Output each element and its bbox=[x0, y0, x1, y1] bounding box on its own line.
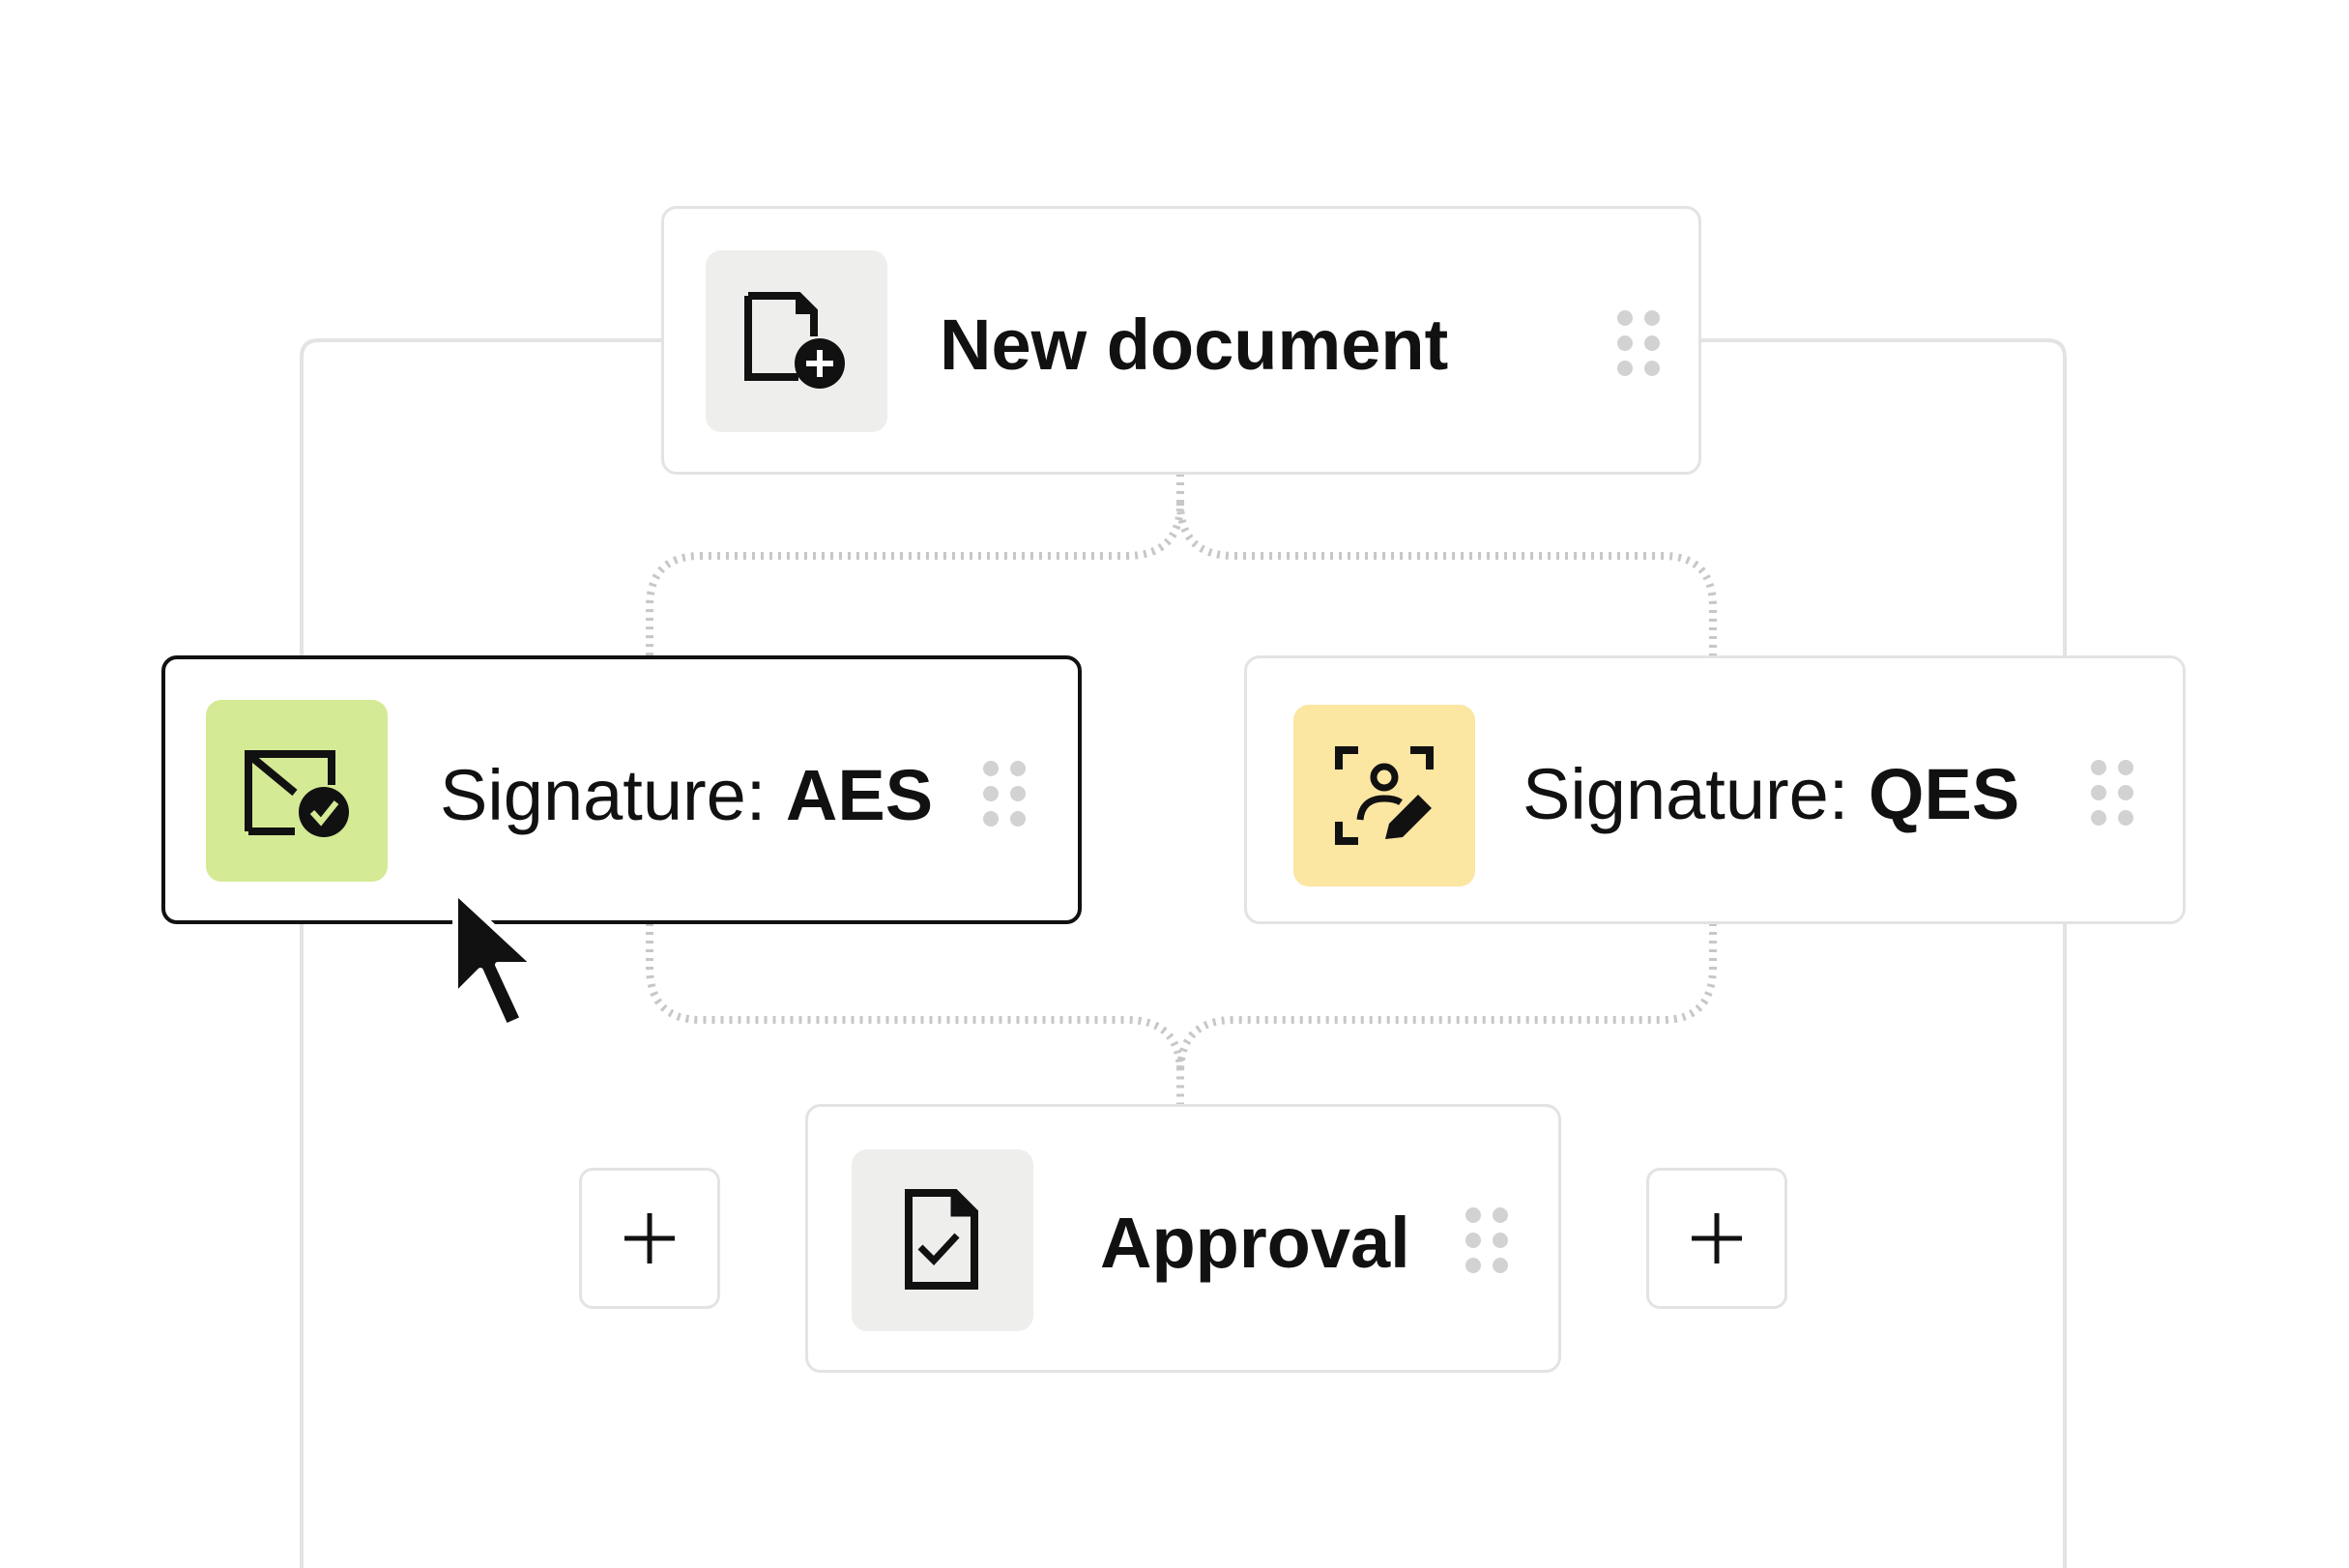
node-approval[interactable]: Approval bbox=[805, 1104, 1561, 1373]
add-step-left-button[interactable] bbox=[579, 1168, 720, 1309]
envelope-check-icon bbox=[245, 750, 349, 837]
face-scan-pen-icon bbox=[1335, 746, 1434, 845]
document-plus-icon bbox=[744, 292, 845, 389]
icon-tile bbox=[706, 250, 887, 432]
node-title-strong: QES bbox=[1868, 754, 2020, 834]
icon-tile bbox=[206, 700, 388, 882]
drag-handle-icon[interactable] bbox=[1464, 1206, 1509, 1274]
node-title-strong: AES bbox=[785, 755, 934, 835]
icon-tile bbox=[1293, 705, 1475, 886]
node-title: Signature: AES bbox=[440, 760, 933, 831]
document-check-icon bbox=[905, 1189, 978, 1290]
node-title-prefix: Signature: bbox=[1522, 754, 1869, 834]
drag-handle-icon[interactable] bbox=[1616, 309, 1661, 377]
node-new-document[interactable]: New document bbox=[661, 206, 1701, 475]
drag-handle-icon[interactable] bbox=[982, 760, 1027, 828]
add-step-right-button[interactable] bbox=[1646, 1168, 1787, 1309]
node-title-prefix: Signature: bbox=[440, 755, 786, 835]
outer-frame-line bbox=[300, 338, 2067, 1568]
plus-icon bbox=[1692, 1213, 1742, 1263]
node-title: New document bbox=[940, 305, 1449, 385]
node-title: Approval bbox=[1100, 1203, 1410, 1283]
icon-tile bbox=[852, 1149, 1033, 1331]
branch-split-connector bbox=[646, 474, 1717, 657]
node-signature-qes[interactable]: Signature: QES bbox=[1244, 655, 2186, 924]
node-title: Signature: QES bbox=[1522, 759, 2019, 830]
branch-merge-connector bbox=[646, 923, 1717, 1104]
mouse-pointer-icon bbox=[452, 888, 537, 1030]
drag-handle-icon[interactable] bbox=[2090, 759, 2134, 827]
plus-icon bbox=[624, 1213, 675, 1263]
node-signature-aes[interactable]: Signature: AES bbox=[161, 655, 1082, 924]
